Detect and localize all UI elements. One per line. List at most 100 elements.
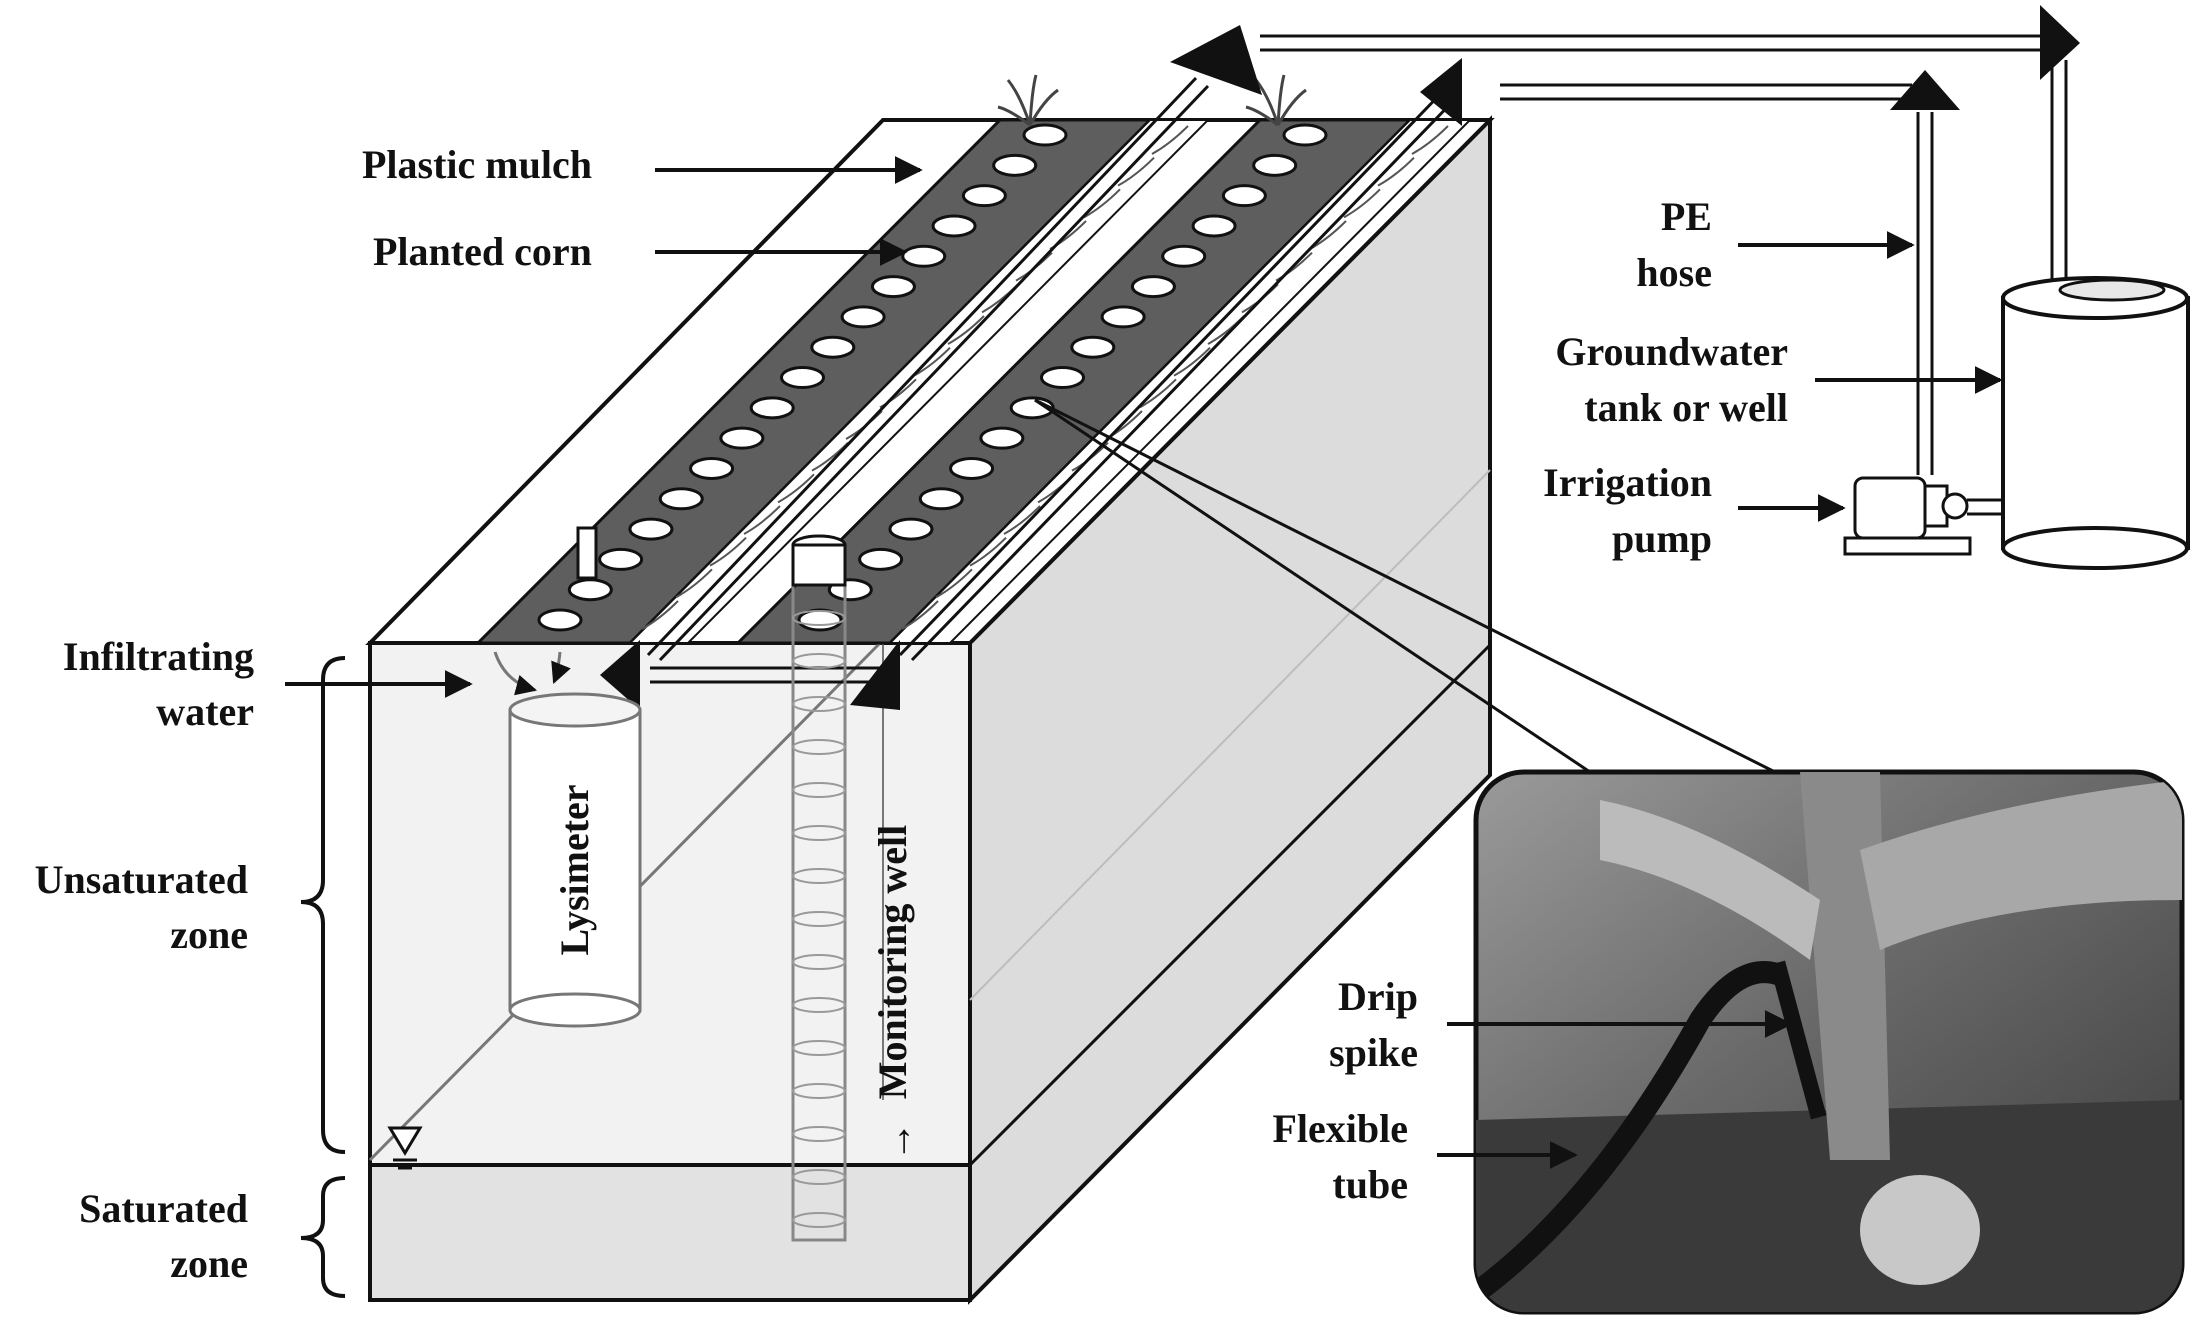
diagram-labels: Plastic mulch Planted corn PE hose Groun… bbox=[35, 142, 1788, 1286]
planting-hole bbox=[992, 153, 1038, 177]
label-planted-corn: Planted corn bbox=[373, 229, 592, 274]
planting-hole bbox=[628, 517, 674, 541]
well-ring bbox=[792, 653, 846, 669]
planting-hole bbox=[810, 335, 856, 359]
pe-hose-system bbox=[646, 34, 2068, 684]
arrow-pump-up bbox=[1890, 70, 1960, 110]
well-ring bbox=[792, 868, 846, 884]
planting-hole bbox=[537, 608, 583, 632]
label-pump-2: pump bbox=[1612, 516, 1712, 561]
corn-sprout-icon bbox=[997, 74, 1307, 127]
drip-tape-segment bbox=[743, 505, 781, 535]
planting-hole bbox=[1130, 275, 1176, 299]
label-infiltrating-1: Infiltrating bbox=[63, 634, 254, 679]
drip-tape-segment bbox=[1411, 125, 1449, 155]
label-lysimeter: Lysimeter bbox=[552, 784, 597, 955]
planting-hole bbox=[858, 547, 904, 571]
drip-tape-segment bbox=[1151, 125, 1189, 155]
arrow-top-right-out bbox=[2040, 5, 2080, 80]
planting-hole bbox=[840, 305, 886, 329]
planting-hole bbox=[888, 517, 934, 541]
label-flexible-tube-2: tube bbox=[1332, 1162, 1408, 1207]
label-saturated-2: zone bbox=[170, 1241, 248, 1286]
drip-tape-segment bbox=[675, 568, 713, 599]
label-pe-hose-1: PE bbox=[1661, 194, 1712, 239]
planting-hole bbox=[1191, 214, 1237, 238]
drip-tape-segment bbox=[969, 536, 1007, 567]
well-ring bbox=[792, 997, 846, 1013]
planting-hole bbox=[1100, 305, 1146, 329]
drip-tape-segment bbox=[1343, 188, 1381, 219]
well-ring bbox=[792, 696, 846, 712]
planting-hole bbox=[719, 426, 765, 450]
side-mid-line bbox=[969, 469, 1491, 1001]
planting-hole bbox=[1161, 244, 1207, 268]
planting-hole bbox=[1070, 335, 1116, 359]
planting-hole bbox=[1282, 123, 1328, 147]
drip-tape-segment bbox=[1377, 156, 1415, 187]
planting-hole bbox=[918, 487, 964, 511]
planting-hole bbox=[1022, 123, 1068, 147]
label-monitoring-well: Monitoring well bbox=[870, 825, 915, 1099]
drip-tape-segment bbox=[1139, 378, 1177, 409]
label-plastic-mulch: Plastic mulch bbox=[362, 142, 592, 187]
planting-hole bbox=[961, 184, 1007, 208]
planting-hole bbox=[931, 214, 977, 238]
drip-tape-segment bbox=[709, 536, 747, 567]
pump-icon bbox=[1843, 476, 2003, 556]
label-groundwater-1: Groundwater bbox=[1555, 329, 1788, 374]
label-pointer-arrows bbox=[285, 156, 2003, 1169]
monitoring-well bbox=[791, 534, 847, 1242]
arrow-front-left bbox=[600, 640, 640, 710]
inset-photo-drip-spike bbox=[1473, 769, 2185, 1315]
planting-hole bbox=[870, 275, 916, 299]
planting-hole bbox=[780, 366, 825, 389]
label-saturated-1: Saturated bbox=[79, 1186, 248, 1231]
well-ring bbox=[792, 610, 846, 626]
planting-hole bbox=[901, 244, 947, 268]
planting-hole bbox=[598, 547, 644, 571]
label-pump-1: Irrigation bbox=[1543, 460, 1712, 505]
drip-tape-segment bbox=[1003, 505, 1041, 535]
label-drip-spike-1: Drip bbox=[1338, 974, 1418, 1019]
well-ring bbox=[792, 1126, 846, 1142]
drip-tape-segment bbox=[901, 600, 939, 630]
arrow-return-in bbox=[1420, 58, 1462, 126]
planting-hole bbox=[749, 396, 795, 420]
saturated-boundary-side bbox=[968, 643, 1492, 1167]
flow-arrows bbox=[600, 5, 2080, 710]
planting-hole bbox=[689, 456, 735, 480]
box-front-saturated bbox=[368, 1163, 972, 1302]
well-ring bbox=[792, 825, 846, 841]
drip-tape-segment bbox=[947, 315, 985, 345]
zoom-callout bbox=[1034, 398, 1776, 774]
drip-tape-segment bbox=[935, 568, 973, 599]
zone-braces bbox=[300, 656, 346, 1298]
planting-hole bbox=[1221, 184, 1267, 208]
label-groundwater-2: tank or well bbox=[1584, 385, 1788, 430]
drip-tape-segment bbox=[1117, 156, 1155, 187]
arrow-top-left-out bbox=[1170, 25, 1262, 95]
planting-hole bbox=[1040, 366, 1085, 389]
label-unsaturated-2: zone bbox=[170, 912, 248, 957]
drip-tape-segment bbox=[1083, 188, 1121, 219]
planting-hole bbox=[658, 487, 704, 511]
well-ring bbox=[792, 1169, 846, 1185]
planting-holes-left bbox=[537, 123, 1068, 632]
drip-tape-segment bbox=[777, 473, 815, 504]
planting-hole bbox=[949, 456, 995, 480]
planting-hole bbox=[567, 578, 613, 602]
well-ring bbox=[792, 1083, 846, 1099]
planting-hole bbox=[979, 426, 1025, 450]
label-unsaturated-1: Unsaturated bbox=[35, 857, 248, 902]
label-flexible-tube-1: Flexible bbox=[1272, 1106, 1408, 1151]
inverted-triangle-icon bbox=[387, 1126, 423, 1170]
label-drip-spike-2: spike bbox=[1329, 1030, 1418, 1075]
cylinder-tank-icon bbox=[2001, 276, 2190, 570]
planting-hole bbox=[1252, 153, 1298, 177]
label-infiltrating-2: water bbox=[156, 689, 254, 734]
lysimeter bbox=[493, 526, 642, 1028]
label-pe-hose-2: hose bbox=[1636, 250, 1712, 295]
